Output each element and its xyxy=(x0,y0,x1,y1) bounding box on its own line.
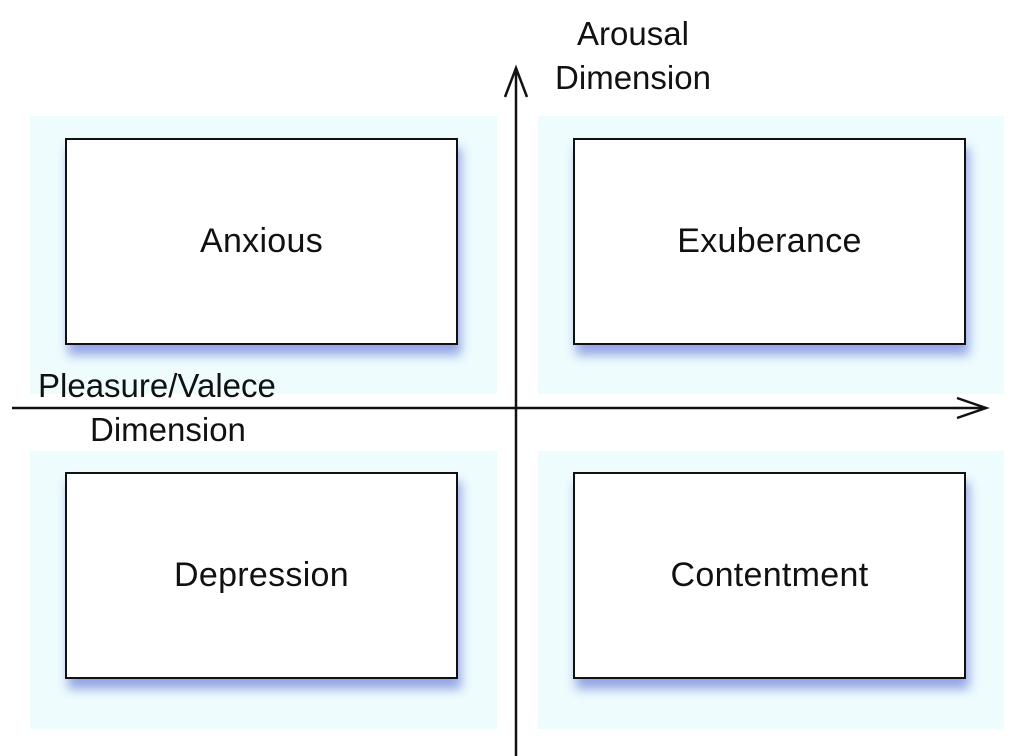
anxious-label: Anxious xyxy=(199,222,324,260)
depression-label: Depression xyxy=(174,556,349,594)
depression-box: Depression xyxy=(65,472,458,679)
exuberance-box: Exuberance xyxy=(573,138,966,345)
pleasure-axis-label-line1: Pleasure/Valece xyxy=(38,367,276,404)
arousal-axis-label: Arousal Dimension xyxy=(528,12,738,100)
horizontal-axis-arrowhead xyxy=(956,396,990,420)
arousal-axis-label-line2: Dimension xyxy=(555,59,711,96)
contentment-box: Contentment xyxy=(573,472,966,679)
exuberance-label: Exuberance xyxy=(677,222,862,260)
vertical-axis-arrowhead xyxy=(503,64,529,98)
contentment-label: Contentment xyxy=(670,556,869,594)
arousal-axis-label-line1: Arousal xyxy=(577,15,689,52)
anxious-box: Anxious xyxy=(65,138,458,345)
pleasure-axis-label: Pleasure/Valece Dimension xyxy=(38,364,328,452)
pleasure-axis-label-line2: Dimension xyxy=(90,411,246,448)
